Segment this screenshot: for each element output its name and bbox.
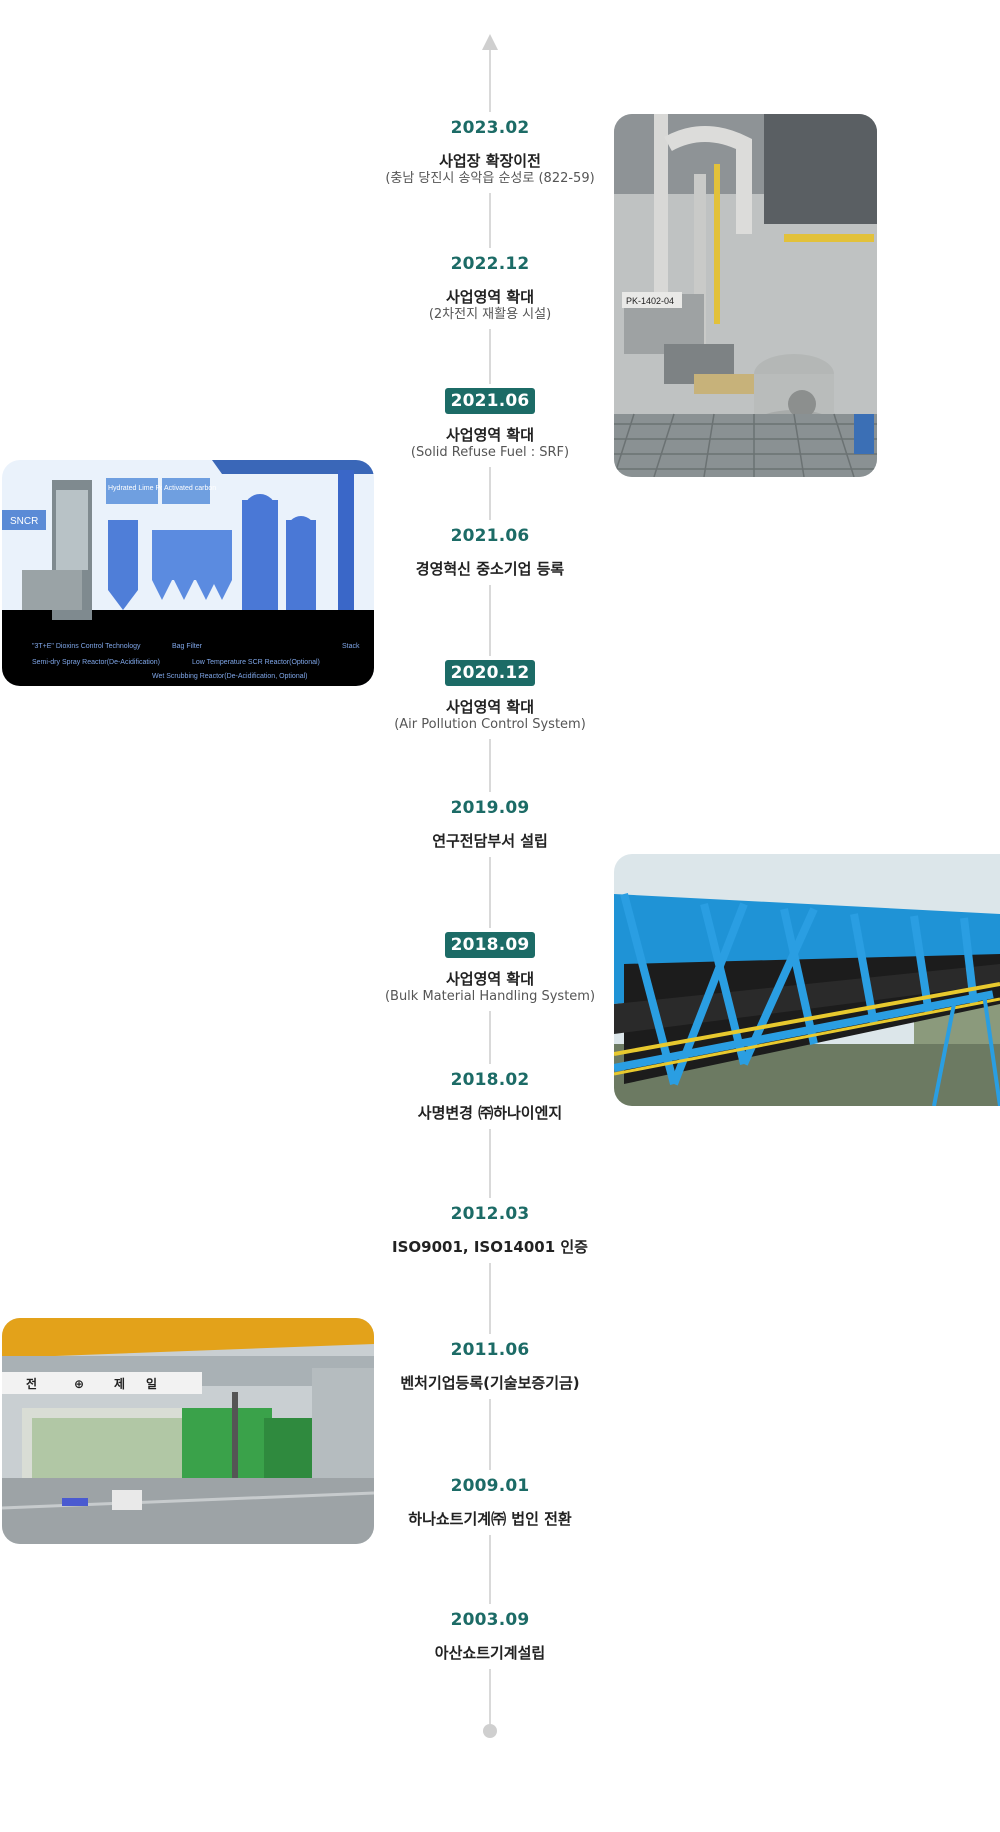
event-date: 2021.06	[450, 526, 530, 546]
timeline-event: 2023.02 사업장 확장이전 (충남 당진시 송악읍 순성로 (822-59…	[330, 112, 650, 193]
event-date: 2009.01	[450, 1476, 530, 1496]
event-subtitle: (충남 당진시 송악읍 순성로 (822-59)	[385, 171, 595, 186]
event-date: 2022.12	[450, 254, 530, 274]
event-title: 사업영역 확대	[445, 970, 535, 988]
event-date: 2012.03	[450, 1204, 530, 1224]
timeline-event: 2003.09 아산쇼트기계설립	[330, 1604, 650, 1669]
caption-wet-scrubbing: Wet Scrubbing Reactor(De-Acidification, …	[152, 673, 308, 680]
timeline-event: 2012.03 ISO9001, ISO14001 인증	[330, 1198, 650, 1263]
timeline-event: 2009.01 하나쇼트기계㈜ 법인 전환	[330, 1470, 650, 1535]
event-date: 2023.02	[450, 118, 530, 138]
event-subtitle: (Solid Refuse Fuel : SRF)	[410, 445, 570, 460]
timeline-event: 2018.02 사명변경 ㈜하나이엔지	[330, 1064, 650, 1129]
event-date: 2018.09	[444, 932, 536, 958]
event-date: 2003.09	[450, 1610, 530, 1630]
event-title: 연구전담부서 설립	[432, 832, 548, 850]
photo-air-pollution-control-diagram: SNCR Hydrated Lime Powder Activated carb…	[2, 460, 374, 686]
timeline-event: 2021.06 경영혁신 중소기업 등록	[330, 520, 650, 585]
arrow-up-icon	[482, 34, 498, 50]
factory-sign-char: 일	[146, 1377, 157, 1391]
timeline-line	[489, 46, 491, 1726]
timeline-end-dot-icon	[483, 1724, 497, 1738]
timeline-event: 2020.12 사업영역 확대 (Air Pollution Control S…	[330, 656, 650, 739]
event-title: 사업영역 확대	[445, 288, 535, 306]
caption-bag-filter: Bag Filter	[172, 643, 203, 650]
equipment-tag-text: PK-1402-04	[626, 296, 674, 306]
event-title: 사업영역 확대	[445, 698, 535, 716]
factory-sign-char: 제	[114, 1377, 125, 1391]
event-date: 2018.02	[450, 1070, 530, 1090]
photo-factory-interior: 전 ⊕ 제 일	[2, 1318, 374, 1544]
caption-dioxins-control: "3T+E" Dioxins Control Technology	[32, 643, 141, 650]
event-title: ISO9001, ISO14001 인증	[392, 1238, 588, 1256]
event-date: 2011.06	[450, 1340, 530, 1360]
event-title: 아산쇼트기계설립	[434, 1644, 546, 1662]
event-title: 사업영역 확대	[445, 426, 535, 444]
event-title: 경영혁신 중소기업 등록	[415, 560, 565, 578]
event-title: 사업장 확장이전	[439, 152, 541, 170]
caption-low-temp-scr: Low Temperature SCR Reactor(Optional)	[192, 659, 320, 666]
event-date: 2019.09	[450, 798, 530, 818]
event-title: 하나쇼트기계㈜ 법인 전환	[408, 1510, 572, 1528]
caption-semi-dry-spray: Semi-dry Spray Reactor(De-Acidification)	[32, 659, 160, 666]
factory-sign-char: ⊕	[74, 1377, 84, 1391]
photo-bulk-material-conveyor	[614, 854, 1000, 1106]
event-subtitle: (Air Pollution Control System)	[394, 717, 586, 732]
activated-carbon-label: Activated carbon	[164, 485, 216, 492]
timeline-event: 2019.09 연구전담부서 설립	[330, 792, 650, 857]
sncr-label: SNCR	[10, 516, 38, 527]
event-title: 벤처기업등록(기술보증기금)	[400, 1374, 580, 1392]
event-title: 사명변경 ㈜하나이엔지	[417, 1104, 563, 1122]
timeline-event: 2021.06 사업영역 확대 (Solid Refuse Fuel : SRF…	[330, 384, 650, 467]
timeline-event: 2018.09 사업영역 확대 (Bulk Material Handling …	[330, 928, 650, 1011]
photo-battery-recycling-plant: PK-1402-04	[614, 114, 877, 477]
timeline-event: 2011.06 벤처기업등록(기술보증기금)	[330, 1334, 650, 1399]
event-subtitle: (2차전지 재활용 시설)	[428, 307, 552, 322]
timeline-event: 2022.12 사업영역 확대 (2차전지 재활용 시설)	[330, 248, 650, 329]
hydrated-lime-label: Hydrated Lime Powder	[108, 485, 180, 492]
event-subtitle: (Bulk Material Handling System)	[384, 989, 596, 1004]
stack-label: Stack	[342, 643, 360, 650]
event-date: 2020.12	[444, 660, 536, 686]
factory-sign-char: 전	[26, 1376, 37, 1391]
event-date: 2021.06	[444, 388, 536, 414]
